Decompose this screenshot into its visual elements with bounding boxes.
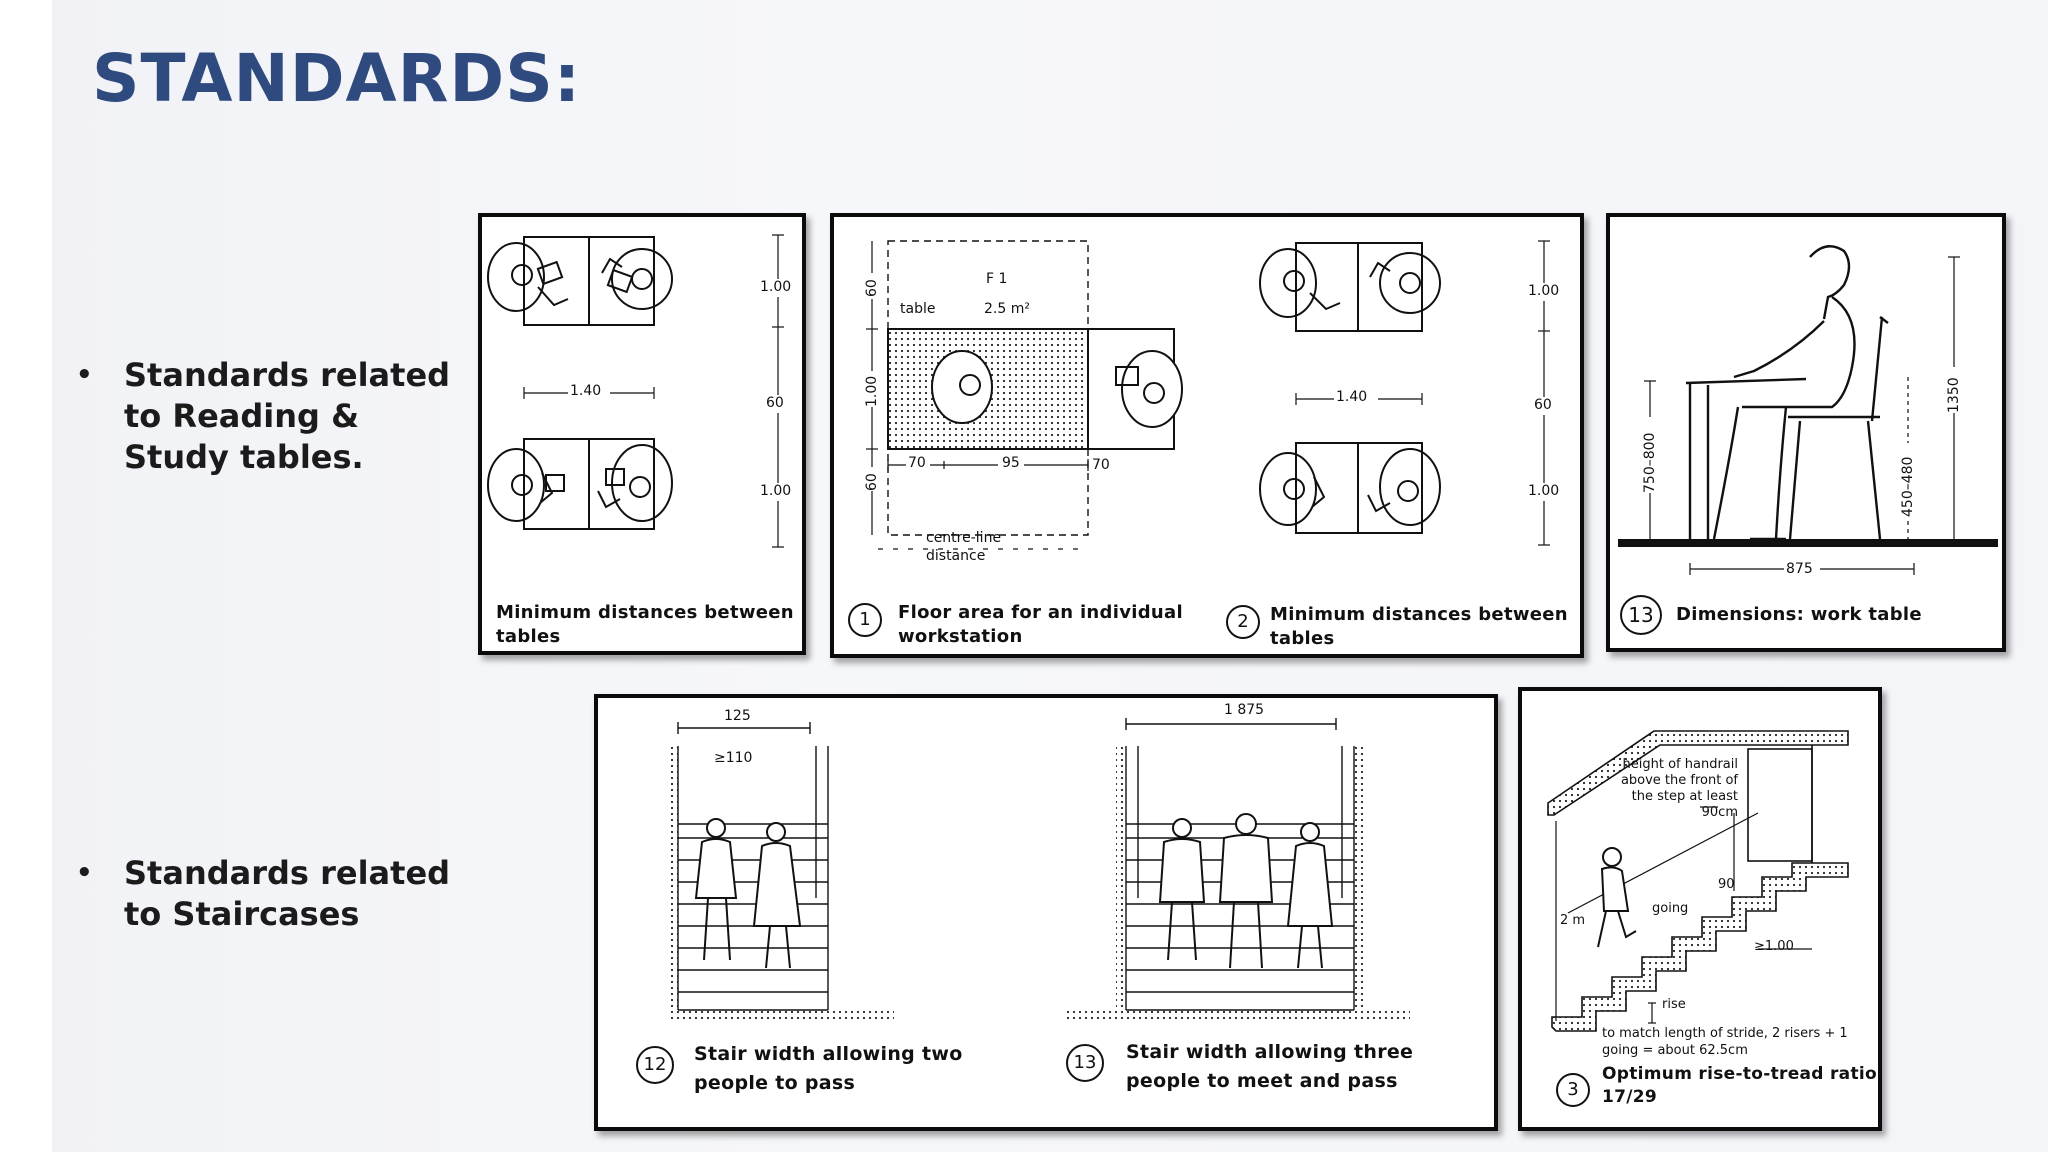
figure-caption: Minimum distances between tables bbox=[496, 602, 794, 647]
figure-caption: Floor area for an individual workstation bbox=[898, 602, 1183, 647]
workstation-label-area: 2.5 m² bbox=[984, 301, 1030, 317]
workstation-label-table: table bbox=[900, 301, 936, 317]
bullet-marker: • bbox=[76, 858, 93, 888]
dimension-label: ≥1.00 bbox=[1754, 939, 1794, 954]
page-title: STANDARDS: bbox=[92, 40, 582, 117]
dimension-label: 1.40 bbox=[1336, 389, 1368, 405]
dimension-label: 60 bbox=[864, 473, 880, 491]
bullet-text: Standards related to Staircases bbox=[124, 854, 451, 933]
figure-stair-widths: 125 ≥110 1 875 12 Stair width allowing t… bbox=[594, 694, 1498, 1131]
dimension-label: 1.00 bbox=[864, 375, 880, 407]
dimension-label: 1.00 bbox=[760, 483, 792, 499]
figure-number-badge: 13 bbox=[1620, 595, 1662, 635]
figure-number-badge: 2 bbox=[1226, 605, 1260, 639]
bullet-staircases: • Standards related to Staircases bbox=[76, 853, 450, 943]
dimension-label: 60 bbox=[1534, 397, 1552, 413]
figure-caption: Stair width allowing three people to mee… bbox=[1126, 1041, 1414, 1092]
dimension-label: 60 bbox=[864, 279, 880, 297]
workstation-label-centre-line: centre-line distance bbox=[926, 530, 1002, 564]
workstation-label-f1: F 1 bbox=[986, 271, 1008, 287]
figure-workstation-floor-area: F 1 table 2.5 m² 60 1.00 60 70 95 70 cen… bbox=[830, 213, 1584, 658]
bullet-marker: • bbox=[76, 360, 93, 390]
rise-label: rise bbox=[1662, 997, 1686, 1012]
dimension-label: 70 bbox=[1092, 457, 1110, 473]
dimension-label: 1350 bbox=[1946, 377, 1962, 413]
dimension-label: 125 bbox=[724, 708, 751, 724]
figure-tables-minimum-distances: 1.00 60 1.00 1.40 Minimum distances betw… bbox=[478, 213, 806, 655]
bullet-text: Standards related to Reading & Study tab… bbox=[124, 356, 451, 476]
figure-number-badge: 1 bbox=[848, 603, 882, 637]
dimension-label: 1.00 bbox=[1528, 283, 1560, 299]
dimension-label: 1.00 bbox=[1528, 483, 1560, 499]
tables-plan-drawing bbox=[487, 234, 794, 548]
dimension-label: 70 bbox=[908, 455, 926, 471]
dimension-label: 750–800 bbox=[1642, 432, 1658, 493]
figure-number-badge: 12 bbox=[636, 1046, 674, 1084]
dimension-label: 1.00 bbox=[760, 279, 792, 295]
dimension-label: 2 m bbox=[1560, 913, 1586, 928]
figure-number-badge: 3 bbox=[1556, 1073, 1590, 1107]
workstation-plan-drawing bbox=[864, 240, 1562, 550]
stair-width-drawing bbox=[668, 718, 1410, 1020]
work-table-drawing bbox=[1618, 245, 1998, 579]
dimension-label: 95 bbox=[1002, 455, 1020, 471]
figure-number-badge: 13 bbox=[1066, 1044, 1104, 1082]
dimension-label: 60 bbox=[766, 395, 784, 411]
dimension-label: 1.40 bbox=[570, 383, 602, 399]
handrail-height-note: height of handrail above the front of th… bbox=[1620, 757, 1738, 820]
dimension-label: 450–480 bbox=[1900, 456, 1916, 517]
bullet-reading-tables: • Standards related to Reading & Study t… bbox=[76, 355, 450, 485]
dimension-label: 875 bbox=[1786, 561, 1813, 577]
stride-note: to match length of stride, 2 risers + 1 … bbox=[1602, 1026, 1848, 1058]
figure-rise-to-tread: height of handrail above the front of th… bbox=[1518, 687, 1882, 1131]
figure-caption: Minimum distances between tables bbox=[1270, 604, 1568, 649]
going-label: going bbox=[1652, 901, 1689, 916]
dimension-label: 1 875 bbox=[1224, 702, 1265, 718]
figure-caption: Optimum rise-to-tread ratio 17/29 bbox=[1602, 1064, 1877, 1107]
figure-work-table-dimensions: 750–800 450–480 1350 875 13 Dimensions: … bbox=[1606, 213, 2006, 652]
dimension-label: ≥110 bbox=[714, 750, 753, 766]
slide-left-band bbox=[0, 0, 52, 1152]
stair-section-drawing bbox=[1547, 730, 1849, 1032]
dimension-label: 90 bbox=[1718, 877, 1735, 892]
figure-caption: Stair width allowing two people to pass bbox=[694, 1043, 963, 1094]
figure-caption: Dimensions: work table bbox=[1676, 604, 1922, 625]
